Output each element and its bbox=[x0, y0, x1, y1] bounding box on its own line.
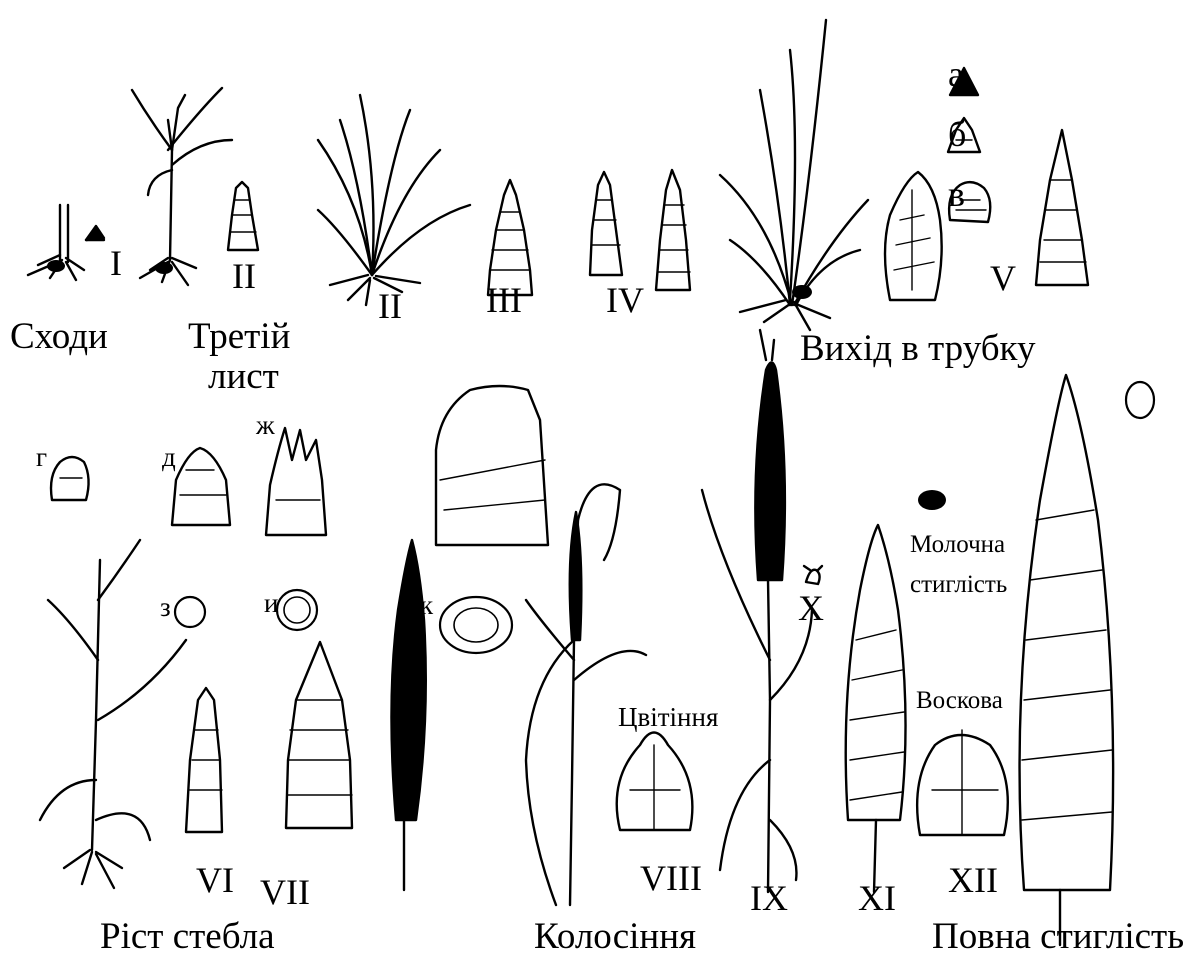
wax-spikelet-drawing bbox=[917, 730, 1008, 835]
floret-x-drawing bbox=[804, 566, 822, 584]
numeral-xii: XII bbox=[948, 862, 998, 898]
letter-k: к bbox=[420, 592, 433, 619]
letter-a: а bbox=[948, 56, 964, 92]
letter-v: в bbox=[948, 176, 965, 212]
primordium-zh-drawing bbox=[266, 428, 326, 535]
letter-g: г bbox=[36, 444, 47, 471]
spike-vii-drawing bbox=[286, 642, 352, 828]
cross-section-z-drawing bbox=[175, 597, 205, 627]
numeral-iv: IV bbox=[606, 282, 644, 318]
tillering-plant-drawing bbox=[318, 95, 470, 305]
primordium-d-drawing bbox=[172, 448, 230, 525]
letter-z: з bbox=[160, 594, 171, 621]
growth-cone-ii-drawing bbox=[228, 182, 258, 250]
full-ripeness-spike-drawing bbox=[1020, 375, 1114, 945]
growth-cone-iv-drawing bbox=[590, 170, 690, 290]
numeral-ix: IX bbox=[750, 880, 788, 916]
letter-b: б bbox=[948, 116, 966, 152]
numeral-iii: III bbox=[486, 282, 522, 318]
flowering-plant-ix-drawing bbox=[702, 330, 812, 892]
numeral-vi: VI bbox=[196, 862, 234, 898]
numeral-viii: VIII bbox=[640, 860, 702, 896]
milk-grain-drawing bbox=[918, 490, 946, 510]
letter-zh: ж bbox=[256, 412, 275, 439]
numeral-i: I bbox=[110, 245, 122, 281]
flowering-spikelet-drawing bbox=[617, 733, 693, 831]
letter-y: и bbox=[264, 590, 278, 617]
numeral-x: X bbox=[798, 590, 824, 626]
third-leaf-plant-drawing bbox=[132, 88, 232, 285]
stage-label-heading: Колосіння bbox=[534, 918, 696, 955]
numeral-ii-b: II bbox=[378, 288, 402, 324]
spike-in-sheath-drawing bbox=[436, 386, 548, 545]
stage-label-wax-ripeness: Воскова bbox=[916, 688, 1003, 713]
tube-exit-plant-drawing bbox=[720, 20, 868, 330]
stage-label-tube-exit: Вихід в трубку bbox=[800, 330, 1035, 367]
stage-label-milk-ripeness-2: стиглість bbox=[910, 572, 1007, 597]
heading-plant-drawing bbox=[526, 484, 646, 905]
stage-label-flowering: Цвітіння bbox=[618, 704, 718, 731]
stage-label-full-ripeness: Повна стиглість bbox=[932, 918, 1184, 955]
ripe-grain-drawing bbox=[1126, 382, 1154, 418]
spike-primordium-v-drawing bbox=[885, 130, 1088, 300]
stage-label-third-leaf-2: лист bbox=[208, 358, 279, 395]
letter-d: д bbox=[162, 444, 176, 471]
primordium-g-drawing bbox=[51, 457, 89, 500]
seedling-sprout-drawing bbox=[28, 205, 104, 280]
stage-label-third-leaf-1: Третій bbox=[188, 318, 290, 355]
cross-section-y-drawing bbox=[277, 590, 317, 630]
numeral-xi: XI bbox=[858, 880, 896, 916]
numeral-v: V bbox=[990, 260, 1016, 296]
growth-cone-iii-drawing bbox=[488, 180, 532, 295]
milk-ripeness-spike-drawing bbox=[846, 525, 906, 892]
cross-section-k-drawing bbox=[440, 597, 512, 653]
spike-vi-drawing bbox=[186, 688, 222, 832]
stage-label-sprouts: Сходи bbox=[10, 318, 108, 355]
numeral-ii-a: II bbox=[232, 258, 256, 294]
numeral-vii: VII bbox=[260, 874, 310, 910]
stage-label-stem-growth: Ріст стебла bbox=[100, 918, 275, 955]
stage-label-milk-ripeness-1: Молочна bbox=[910, 532, 1005, 557]
